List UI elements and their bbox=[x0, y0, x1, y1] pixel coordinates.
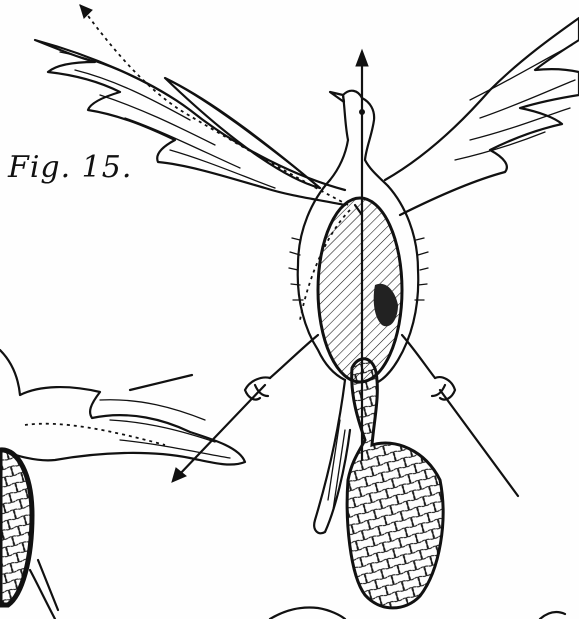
bird-head bbox=[330, 91, 388, 186]
second-net bbox=[0, 450, 58, 619]
bottom-fragment bbox=[270, 607, 565, 619]
figure-caption: Fig. 15. bbox=[8, 150, 132, 185]
hatched-ellipse bbox=[318, 198, 402, 382]
second-bird-wing bbox=[0, 350, 245, 465]
net-sack bbox=[347, 359, 443, 608]
bird-tail bbox=[314, 380, 350, 533]
right-wing bbox=[385, 18, 579, 215]
